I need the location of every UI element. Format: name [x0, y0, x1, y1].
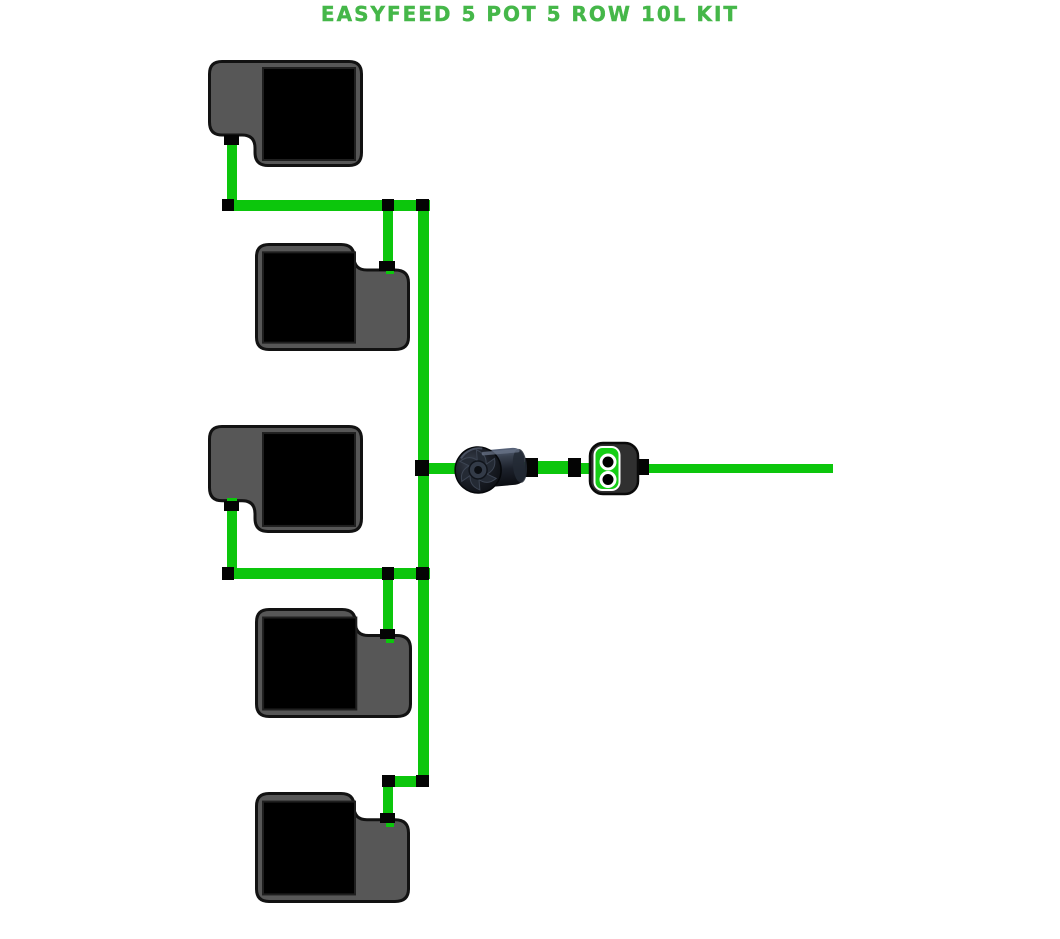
connector-row2-tee: [382, 567, 394, 580]
tube-main-trunk: [417, 200, 429, 787]
valve-port-top-icon: [599, 453, 617, 471]
pot-5-inlet-fitting: [380, 813, 395, 823]
tube-outlet: [648, 464, 833, 473]
pot-2: [255, 243, 410, 351]
connector-valve-inlet: [568, 458, 581, 477]
pot-4: [255, 608, 412, 718]
pot-2-inlet-fitting: [379, 261, 395, 271]
connector-row2-left-elbow: [222, 567, 234, 580]
connector-pot5-left-elbow: [382, 775, 395, 787]
connector-row1-left-elbow: [222, 199, 234, 211]
tube-pot4-stub: [386, 639, 394, 643]
connector-valve-outlet: [637, 459, 649, 475]
connector-pot5-right-elbow: [416, 775, 429, 787]
tube-pot1-drop: [227, 144, 237, 204]
connector-row1-trunk-elbow: [416, 199, 429, 211]
tube-pot5-jog: [388, 776, 420, 787]
tube-row1: [226, 200, 430, 211]
pot-1-opening: [262, 67, 356, 161]
diagram-title: EASYFEED 5 POT 5 ROW 10L KIT: [320, 2, 740, 26]
pot-5: [255, 792, 410, 903]
pot-3-inlet-fitting: [224, 501, 239, 511]
pump-assembly: [454, 446, 528, 494]
pot-3: [208, 425, 363, 533]
pot-4-inlet-fitting: [380, 629, 395, 639]
connector-row1-tee: [382, 199, 394, 211]
tube-pot2-stub: [386, 270, 394, 274]
pump-impeller-icon: [454, 446, 502, 494]
tube-row2: [226, 568, 430, 579]
tube-pump-feed: [428, 463, 466, 474]
pump-highlight: [481, 448, 520, 456]
valve-port-bottom-icon: [599, 471, 617, 488]
tube-pot5-drop: [383, 781, 393, 817]
pot-4-opening: [262, 616, 358, 711]
connector-pump-tee: [415, 460, 429, 476]
water-pump: [449, 438, 531, 501]
pot-5-opening: [262, 800, 356, 896]
tube-pot2-drop: [383, 208, 393, 265]
connector-row2-trunk-cross: [416, 567, 429, 580]
pot-2-opening: [262, 251, 356, 344]
connector-pump-outlet: [525, 458, 538, 477]
flow-valve: [586, 438, 642, 501]
pot-1-inlet-fitting: [224, 135, 239, 145]
pot-3-opening: [262, 432, 356, 527]
pump-end-cap: [512, 448, 528, 483]
tube-pot5-stub: [386, 822, 394, 827]
tube-valve-in: [579, 463, 592, 474]
tube-pot3-drop: [227, 498, 237, 574]
pot-1: [208, 60, 363, 167]
tube-pump-to-valve: [536, 461, 574, 474]
tube-pot4-drop: [383, 576, 393, 633]
